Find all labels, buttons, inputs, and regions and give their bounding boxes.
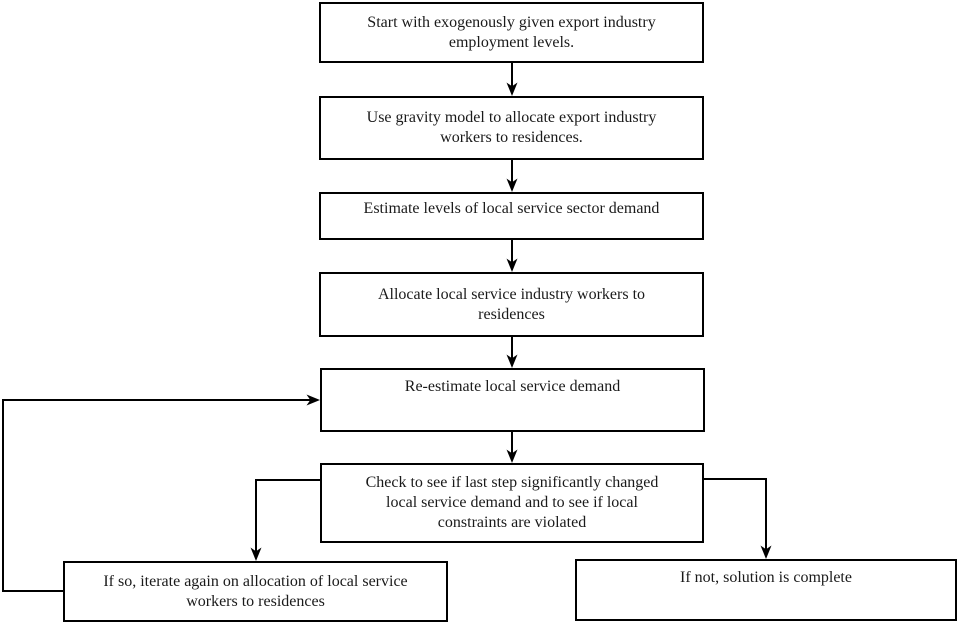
node-complete-label: If not, solution is complete [680,569,852,586]
node-allocate-service-workers: Allocate local service industry workers … [319,272,704,337]
node-estimate-service-demand: Estimate levels of local service sector … [319,192,704,240]
node-gravity-label: Use gravity model to allocate export ind… [366,109,657,146]
arrow-check-to-iterate [250,479,320,561]
node-start-export-employment: Start with exogenously given export indu… [319,2,704,63]
node-reestimate-label: Re-estimate local service demand [404,378,621,395]
node-start-label: Start with exogenously given export indu… [367,13,656,51]
node-check-convergence: Check to see if last step significantly … [320,463,704,543]
node-allocate-label: Allocate local service industry workers … [377,285,646,323]
arrow-start-to-gravity [506,63,518,96]
arrow-gravity-to-estimate [506,160,518,192]
node-reestimate-demand: Re-estimate local service demand [320,368,705,432]
node-iterate-label: If so, iterate again on allocation of lo… [103,572,408,610]
arrow-check-to-complete [703,478,772,559]
node-gravity-model: Use gravity model to allocate export ind… [319,96,704,160]
arrow-estimate-to-allocate [506,240,518,272]
node-estimate-label: Estimate levels of local service sector … [363,200,660,217]
node-solution-complete: If not, solution is complete [575,559,957,621]
node-check-label: Check to see if last step significantly … [365,474,659,531]
arrow-allocate-to-reestimate [506,337,518,368]
arrow-reestimate-to-check [506,432,518,463]
node-iterate-again: If so, iterate again on allocation of lo… [63,561,448,622]
